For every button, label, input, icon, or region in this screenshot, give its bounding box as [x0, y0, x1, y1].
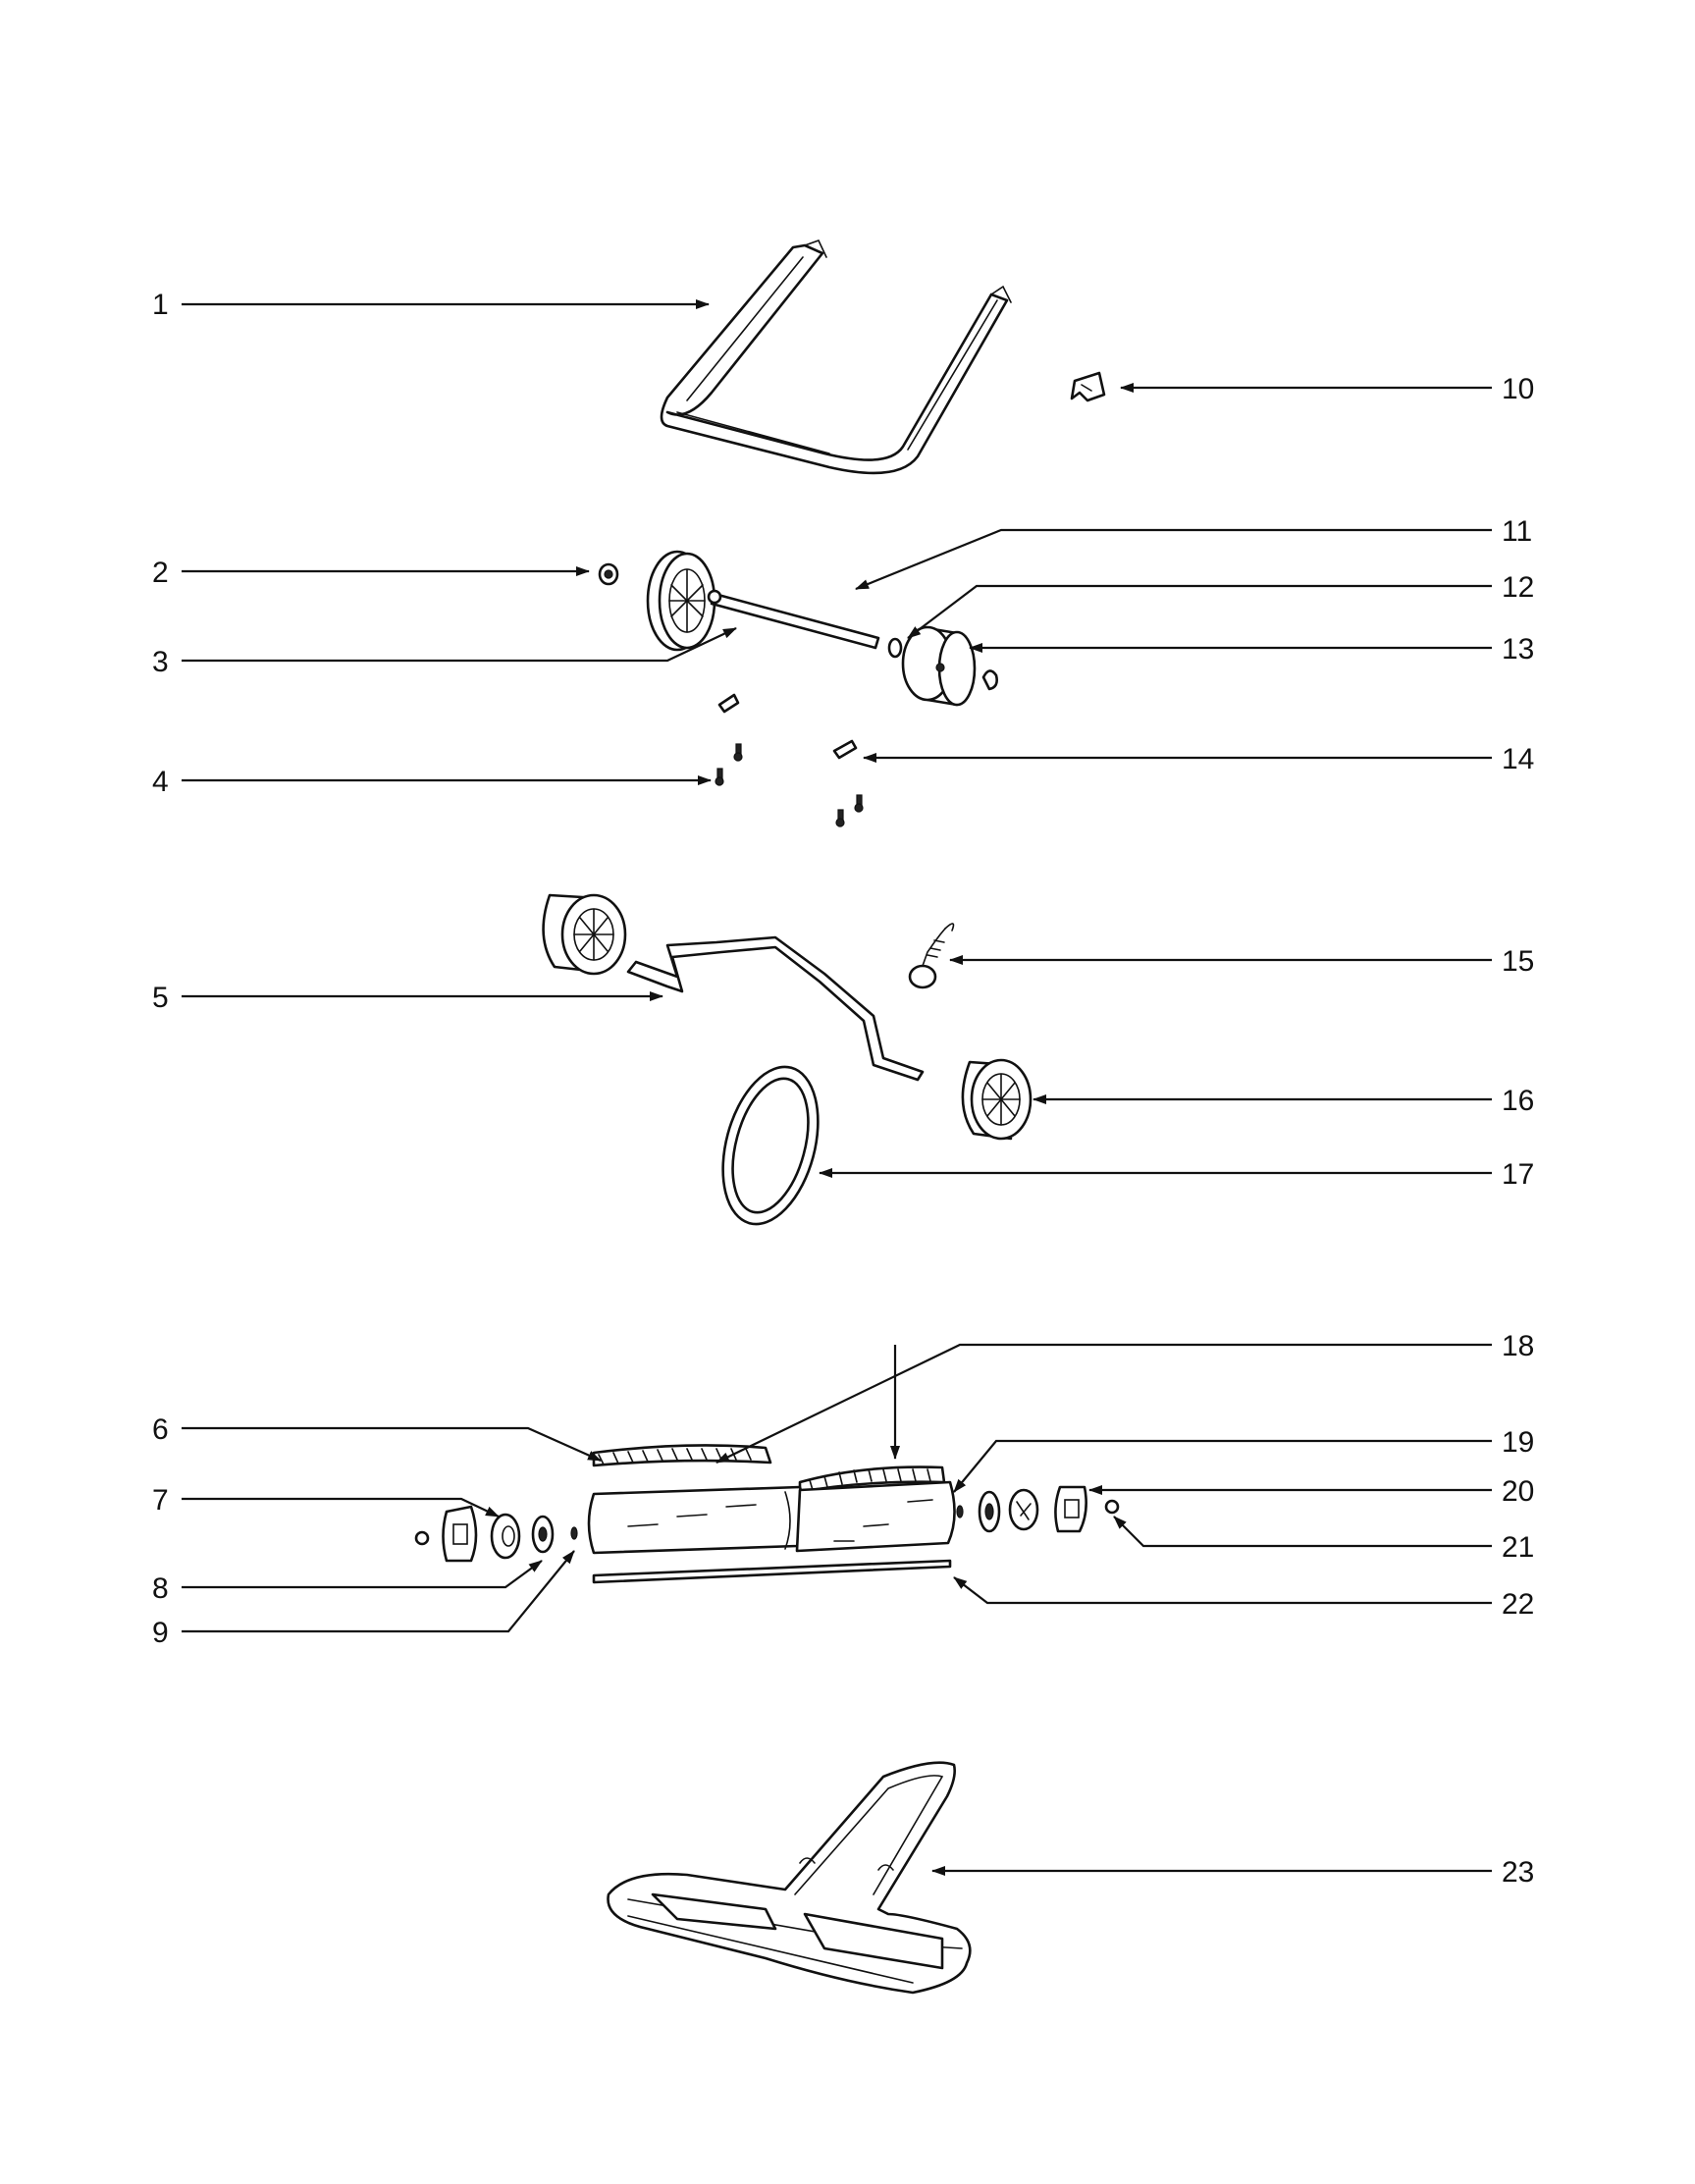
callout-9: 9: [152, 1617, 169, 1649]
part-13-wheel: [901, 625, 977, 707]
leader-lines: [182, 299, 1492, 1876]
callout-labels: 1 2 3 4 5 6 7 8 9 10 11 12 13 14 15 16 1…: [152, 289, 1534, 1889]
callout-14: 14: [1502, 743, 1534, 775]
part-4-screws: [715, 743, 864, 827]
part-left-end-assembly: [414, 1505, 578, 1563]
part-11-axle: [707, 589, 880, 650]
callout-3: 3: [152, 646, 169, 678]
part-14-clip: [717, 693, 858, 760]
part-5-wheel: [542, 893, 627, 976]
callout-5: 5: [152, 982, 169, 1014]
part-6-brushroll-dowel: [587, 1480, 956, 1555]
callout-22: 22: [1502, 1588, 1534, 1621]
part-10-clip: [1070, 371, 1106, 402]
callout-7: 7: [152, 1484, 169, 1517]
part-1-handle-bail: [660, 240, 1012, 475]
part-12-washer: [887, 637, 903, 659]
callout-2: 2: [152, 557, 169, 589]
callout-21: 21: [1502, 1531, 1534, 1564]
callout-10: 10: [1502, 373, 1534, 405]
callout-1: 1: [152, 289, 169, 321]
callout-8: 8: [152, 1572, 169, 1605]
part-2-nut: [598, 562, 619, 586]
callout-18: 18: [1502, 1330, 1534, 1362]
part-5-bent-axle: [626, 935, 925, 1082]
callout-11: 11: [1502, 515, 1532, 548]
part-15-spring: [908, 923, 955, 989]
callout-13: 13: [1502, 633, 1534, 666]
part-16-wheel: [961, 1058, 1033, 1141]
part-hub-cap: [981, 669, 998, 691]
callout-15: 15: [1502, 945, 1534, 978]
callout-17: 17: [1502, 1158, 1534, 1191]
part-18-brush-strips: [592, 1444, 946, 1494]
part-17-belt: [721, 1065, 820, 1226]
callout-19: 19: [1502, 1426, 1534, 1459]
callout-6: 6: [152, 1413, 169, 1446]
callout-20: 20: [1502, 1475, 1534, 1508]
part-22-brush-strip: [592, 1559, 952, 1584]
callout-4: 4: [152, 766, 169, 798]
part-23-base-plate: [607, 1761, 972, 1995]
part-right-end-assembly: [956, 1485, 1120, 1533]
callout-23: 23: [1502, 1856, 1534, 1889]
callout-12: 12: [1502, 571, 1534, 604]
part-3-wheel: [646, 550, 716, 652]
callout-16: 16: [1502, 1085, 1534, 1117]
